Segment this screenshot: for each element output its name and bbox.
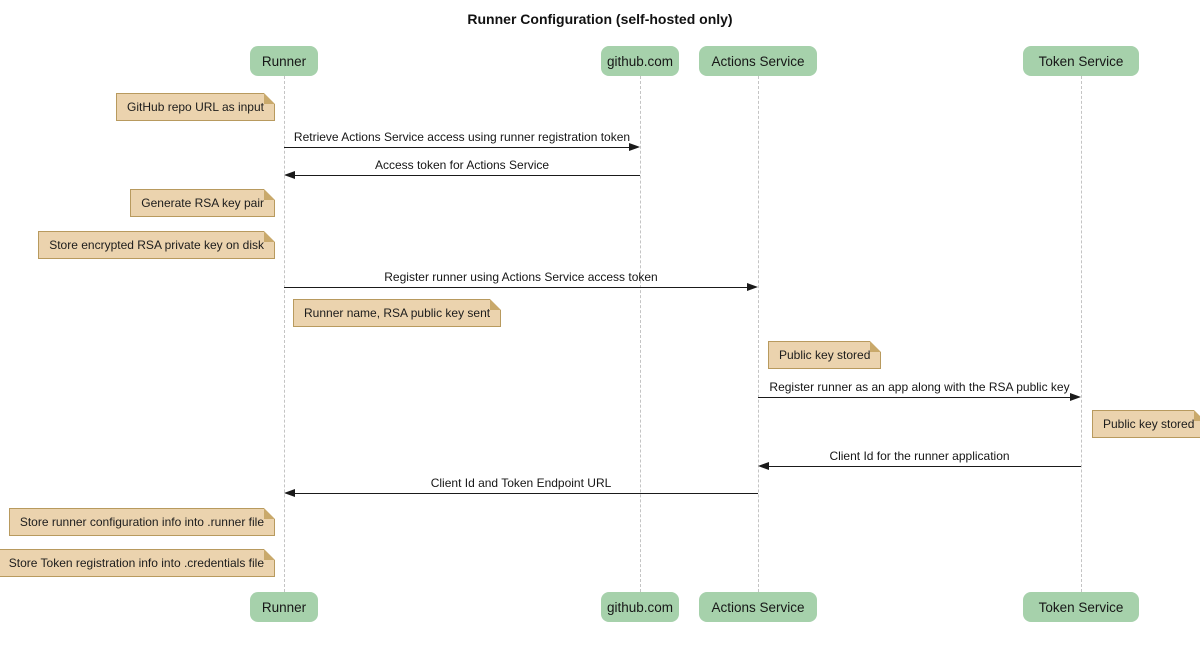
note: Store Token registration info into .cred… [0, 549, 276, 577]
lifeline-github [640, 76, 641, 592]
participant-actions-service-bottom: Actions Service [699, 592, 817, 622]
message-label: Register runner as an app along with the… [769, 380, 1070, 394]
message-line [284, 287, 748, 289]
arrowhead-icon [1070, 393, 1081, 402]
note: Public key stored [768, 341, 882, 369]
lifeline-token-service [1081, 76, 1082, 592]
message-line [758, 397, 1071, 399]
note: Store encrypted RSA private key on disk [38, 231, 275, 259]
message-label: Access token for Actions Service [374, 158, 550, 172]
message-label: Client Id for the runner application [829, 449, 1010, 463]
lifeline-actions-service [758, 76, 759, 592]
arrowhead-icon [284, 489, 295, 498]
lifeline-runner [284, 76, 285, 592]
participant-actions-service-top: Actions Service [699, 46, 817, 76]
note: Generate RSA key pair [130, 189, 275, 217]
message-label: Retrieve Actions Service access using ru… [293, 130, 631, 144]
message-line [294, 175, 640, 177]
message-line [768, 466, 1081, 468]
arrowhead-icon [758, 462, 769, 471]
note: GitHub repo URL as input [116, 93, 275, 121]
arrowhead-icon [629, 143, 640, 152]
message-label: Client Id and Token Endpoint URL [430, 476, 612, 490]
note: Runner name, RSA public key sent [293, 299, 502, 327]
note: Store runner configuration info into .ru… [8, 508, 276, 536]
participant-runner-top: Runner [250, 46, 318, 76]
message-line [294, 493, 758, 495]
message-line [284, 147, 630, 149]
note: Public key stored [1092, 410, 1200, 438]
participant-github-bottom: github.com [601, 592, 679, 622]
participant-token-service-top: Token Service [1023, 46, 1139, 76]
message-label: Register runner using Actions Service ac… [384, 270, 658, 284]
diagram-title: Runner Configuration (self-hosted only) [467, 11, 733, 27]
participant-runner-bottom: Runner [250, 592, 318, 622]
participant-token-service-bottom: Token Service [1023, 592, 1139, 622]
participant-github-top: github.com [601, 46, 679, 76]
arrowhead-icon [284, 171, 295, 180]
arrowhead-icon [747, 283, 758, 292]
